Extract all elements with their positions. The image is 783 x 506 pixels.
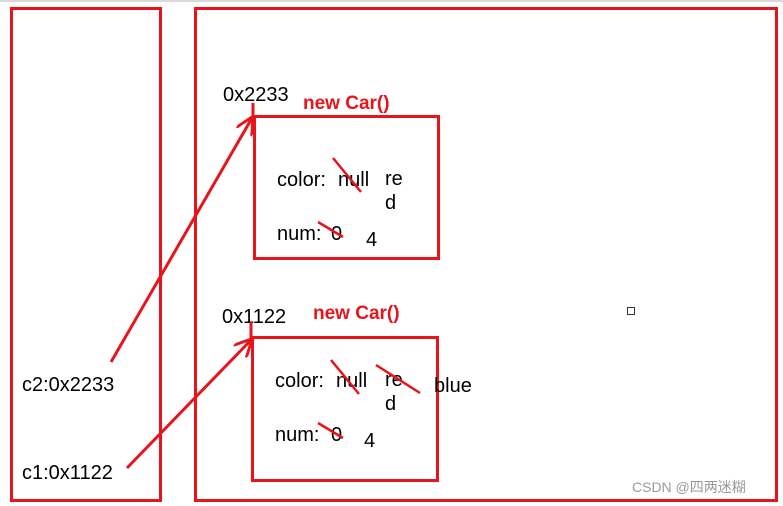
object-title: new Car() bbox=[313, 303, 400, 324]
strike-mark bbox=[332, 157, 362, 193]
object-address: 0x2233 bbox=[223, 84, 289, 106]
strike-mark bbox=[375, 363, 421, 395]
object-box bbox=[251, 336, 439, 482]
object-address: 0x1122 bbox=[222, 306, 287, 328]
stack-var-c2: c2:0x2233 bbox=[22, 374, 115, 396]
field-color-new-value: red bbox=[385, 168, 403, 214]
field-num-label: num: bbox=[277, 223, 322, 245]
stack-region bbox=[10, 7, 162, 502]
top-divider bbox=[0, 0, 783, 2]
reference-arrow-c1 bbox=[125, 340, 251, 470]
watermark: CSDN @四两迷糊 bbox=[632, 479, 746, 495]
reference-arrow-c2 bbox=[109, 118, 252, 363]
field-num-new-value: 4 bbox=[366, 229, 378, 251]
strike-mark bbox=[317, 421, 344, 440]
selection-handle bbox=[627, 307, 635, 315]
field-num-new-value: 4 bbox=[364, 430, 376, 452]
field-color-new-value: blue bbox=[434, 375, 472, 397]
object-title: new Car() bbox=[303, 93, 390, 114]
strike-mark bbox=[330, 359, 360, 395]
field-num-label: num: bbox=[275, 424, 320, 446]
heap-region bbox=[194, 7, 778, 502]
field-color-label: color: bbox=[275, 370, 324, 392]
strike-mark bbox=[317, 220, 344, 239]
field-color-label: color: bbox=[277, 169, 326, 191]
object-box bbox=[253, 115, 440, 260]
stack-var-c1: c1:0x1122 bbox=[22, 462, 113, 484]
